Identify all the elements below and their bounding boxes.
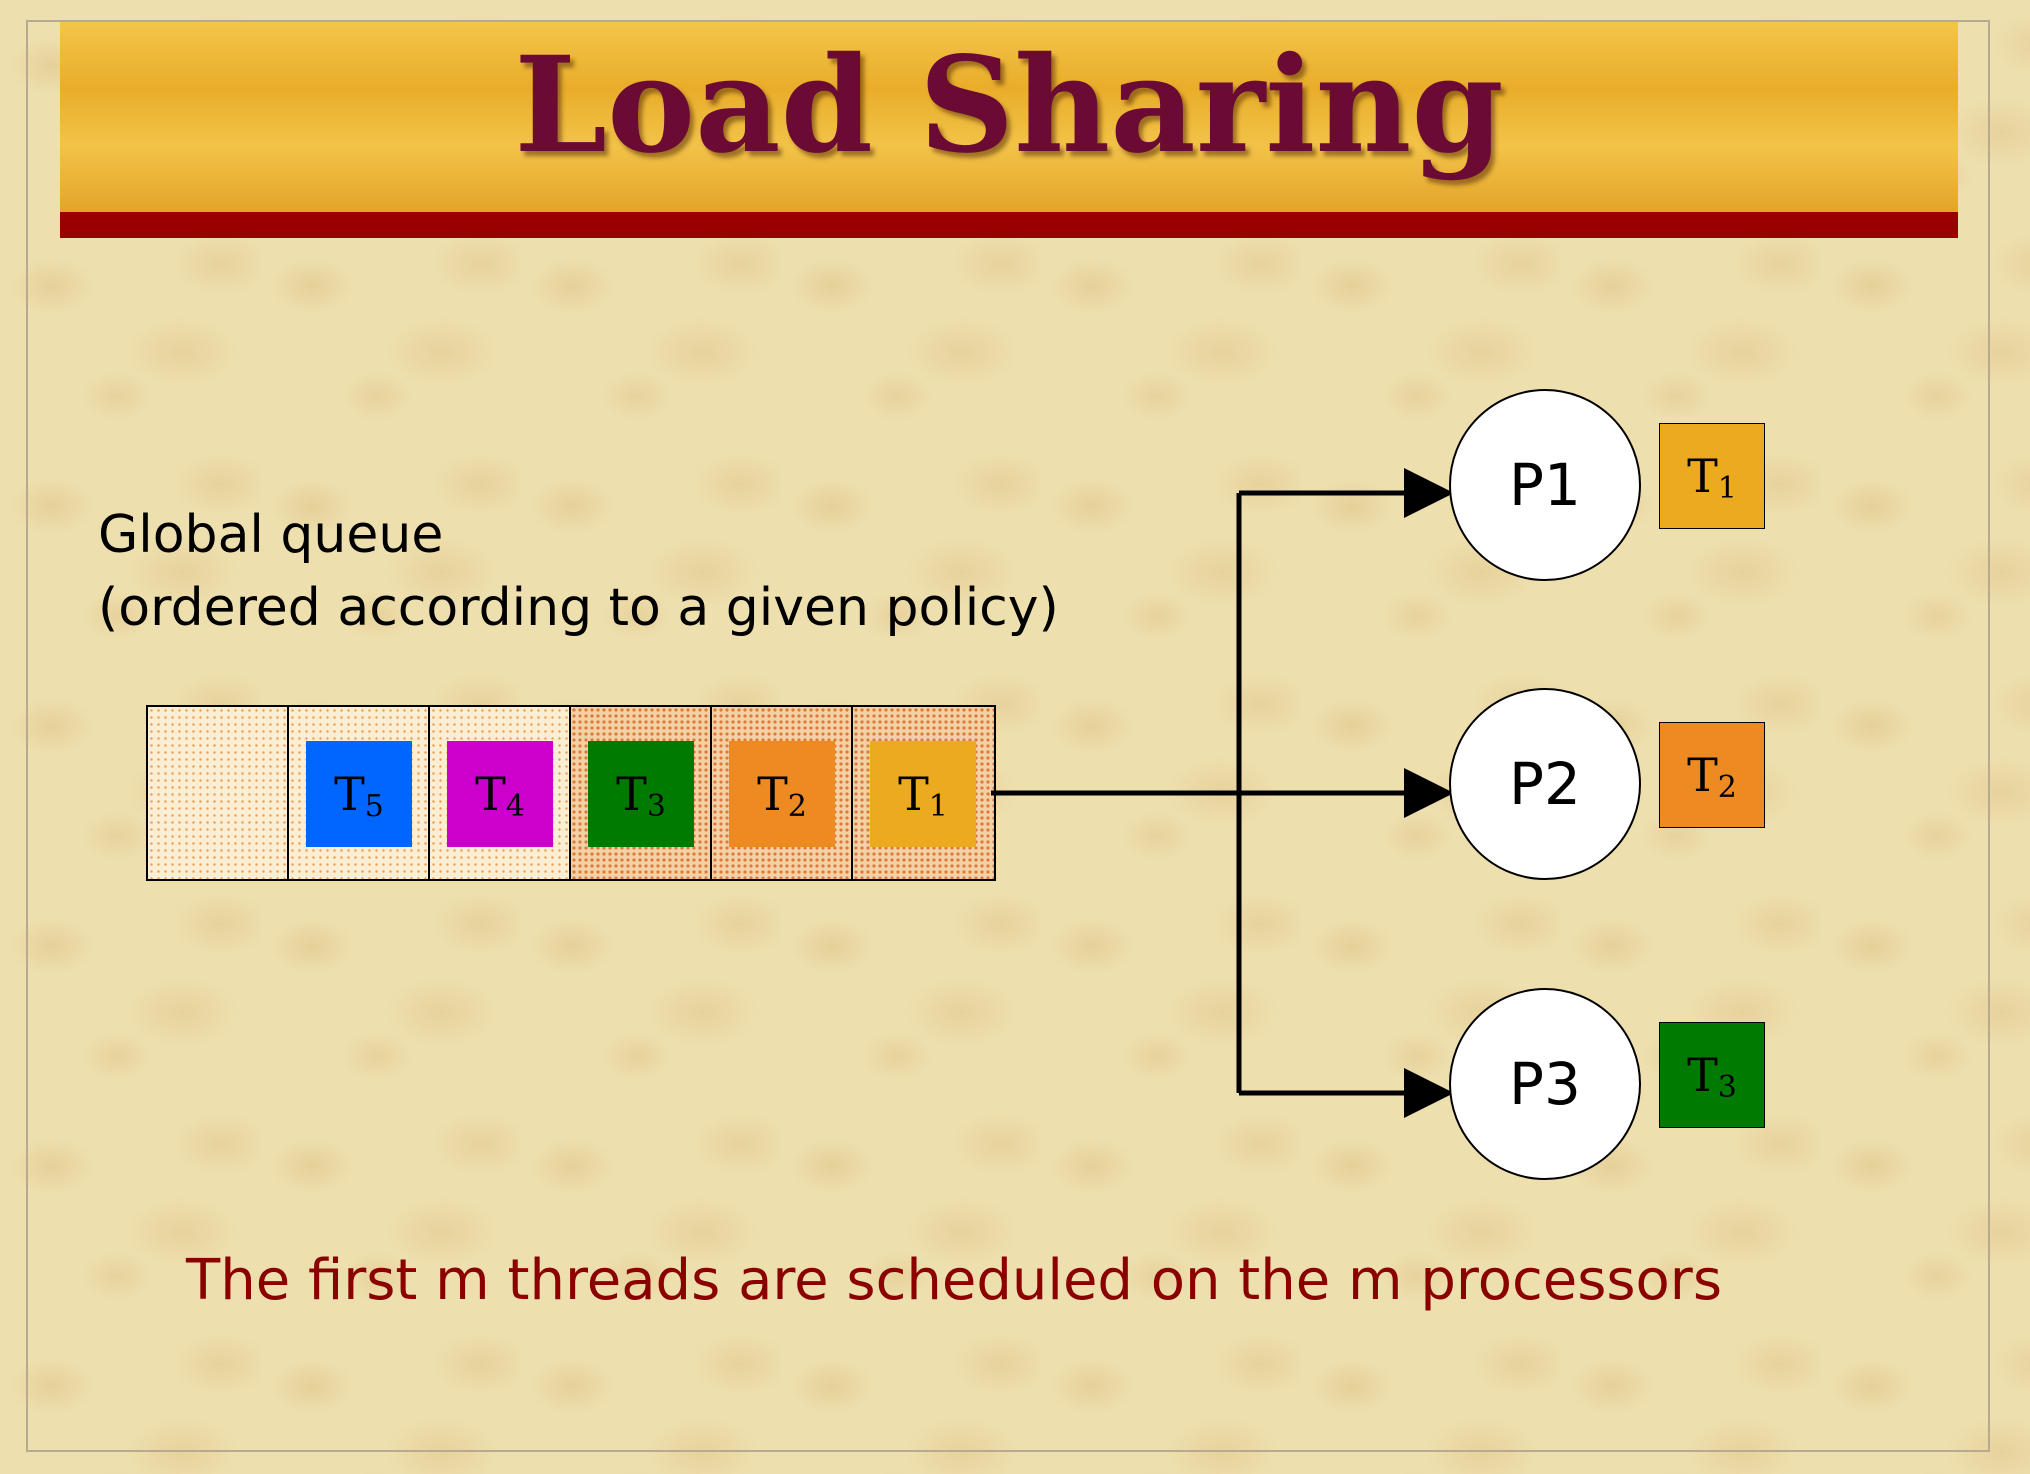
- processor-p2: P2: [1449, 688, 1641, 880]
- title-banner: [60, 22, 1958, 212]
- queue-policy-label: (ordered according to a given policy): [98, 578, 1059, 638]
- processor-p3: P3: [1449, 988, 1641, 1180]
- slide-frame: [26, 20, 1990, 1452]
- processor-p1: P1: [1449, 389, 1641, 581]
- queue-label: Global queue: [98, 505, 444, 565]
- slide-title: Load Sharing: [514, 28, 1504, 183]
- queue-slot-empty: [148, 707, 289, 879]
- slide-caption: The first m threads are scheduled on the…: [186, 1248, 1723, 1313]
- title-underline-bar: [60, 212, 1958, 238]
